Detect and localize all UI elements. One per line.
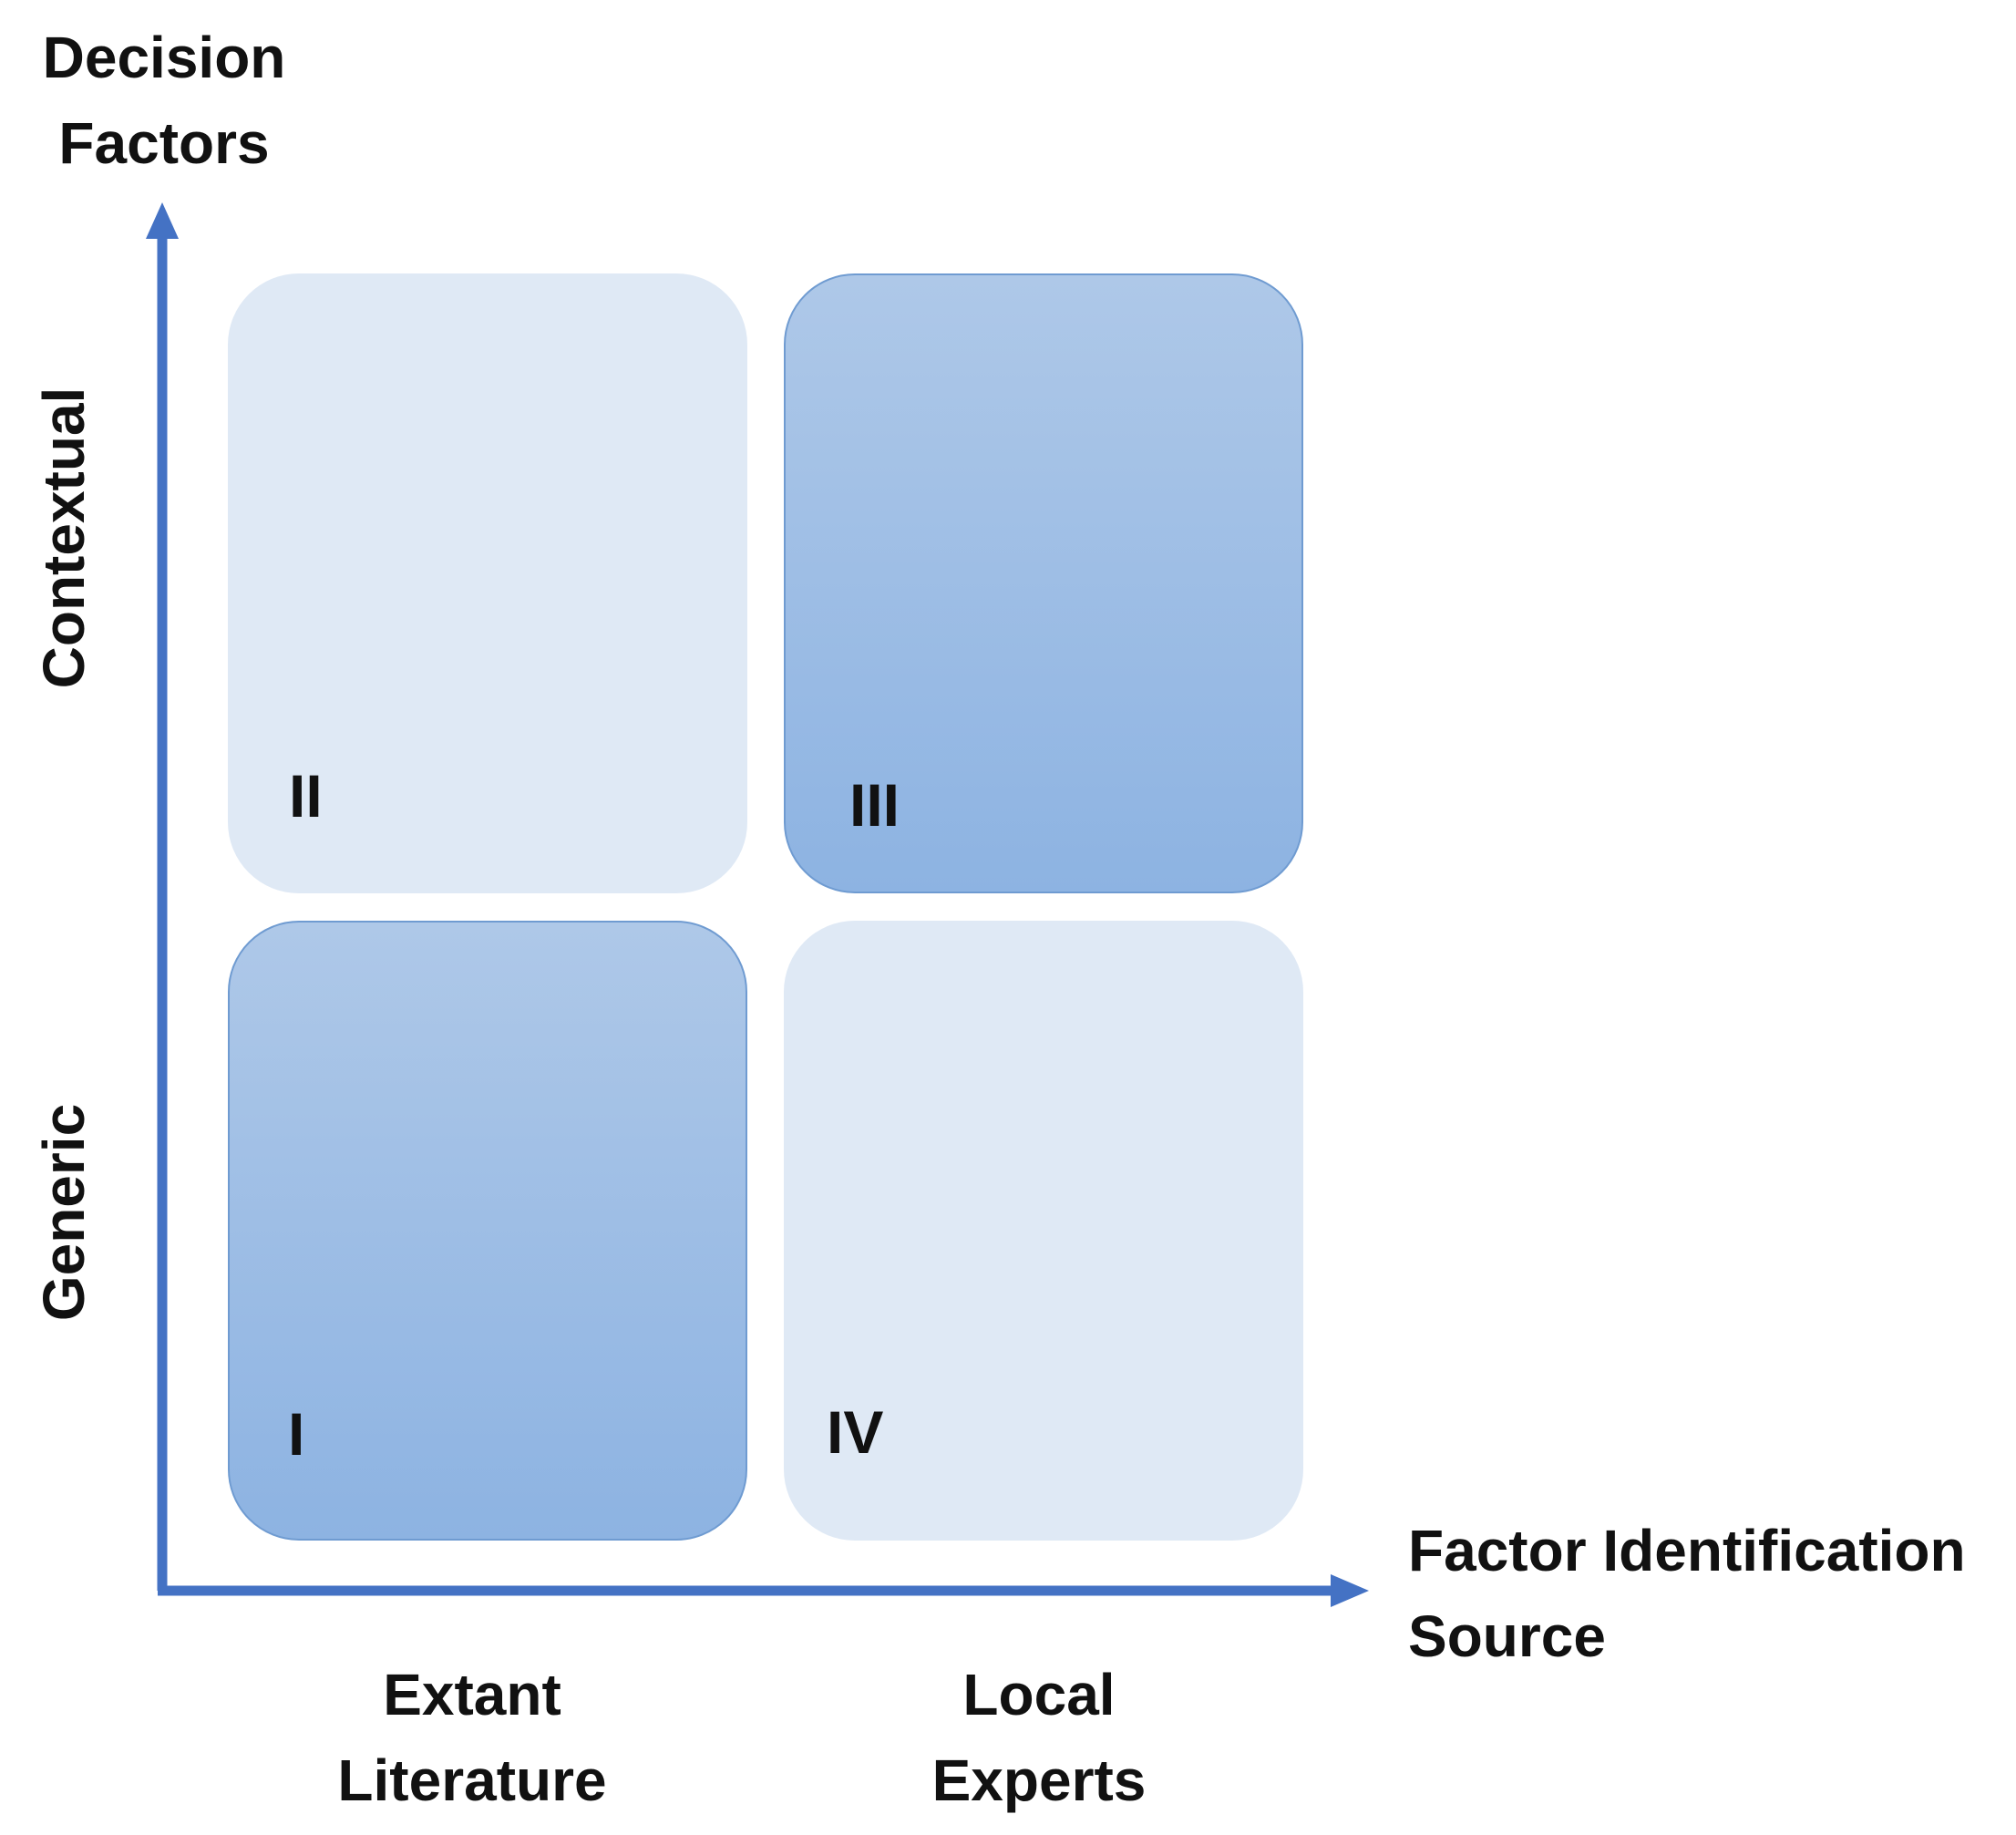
y-category-generic: Generic — [31, 1103, 97, 1322]
quadrant-ii: II — [228, 273, 747, 893]
x-axis-arrowhead — [1331, 1574, 1369, 1607]
y-category-contextual: Contextual — [31, 387, 97, 689]
x-category-extant-literature: Extant Literature — [337, 1662, 607, 1813]
y-axis-arrowhead — [146, 202, 179, 239]
quadrant-iv: IV — [784, 921, 1303, 1541]
quadrant-iii-label: III — [849, 771, 900, 839]
x-category-local-experts: Local Experts — [931, 1662, 1147, 1813]
x-axis-title: Factor Identification Source — [1408, 1518, 1966, 1669]
quadrant-iv-label: IV — [827, 1398, 884, 1466]
quadrant-i: I — [228, 921, 747, 1541]
y-axis-title: Decision Factors — [42, 25, 286, 176]
quadrant-i-label: I — [288, 1400, 305, 1468]
quadrant-ii-label: II — [289, 762, 323, 830]
quadrant-iii: III — [784, 273, 1303, 893]
